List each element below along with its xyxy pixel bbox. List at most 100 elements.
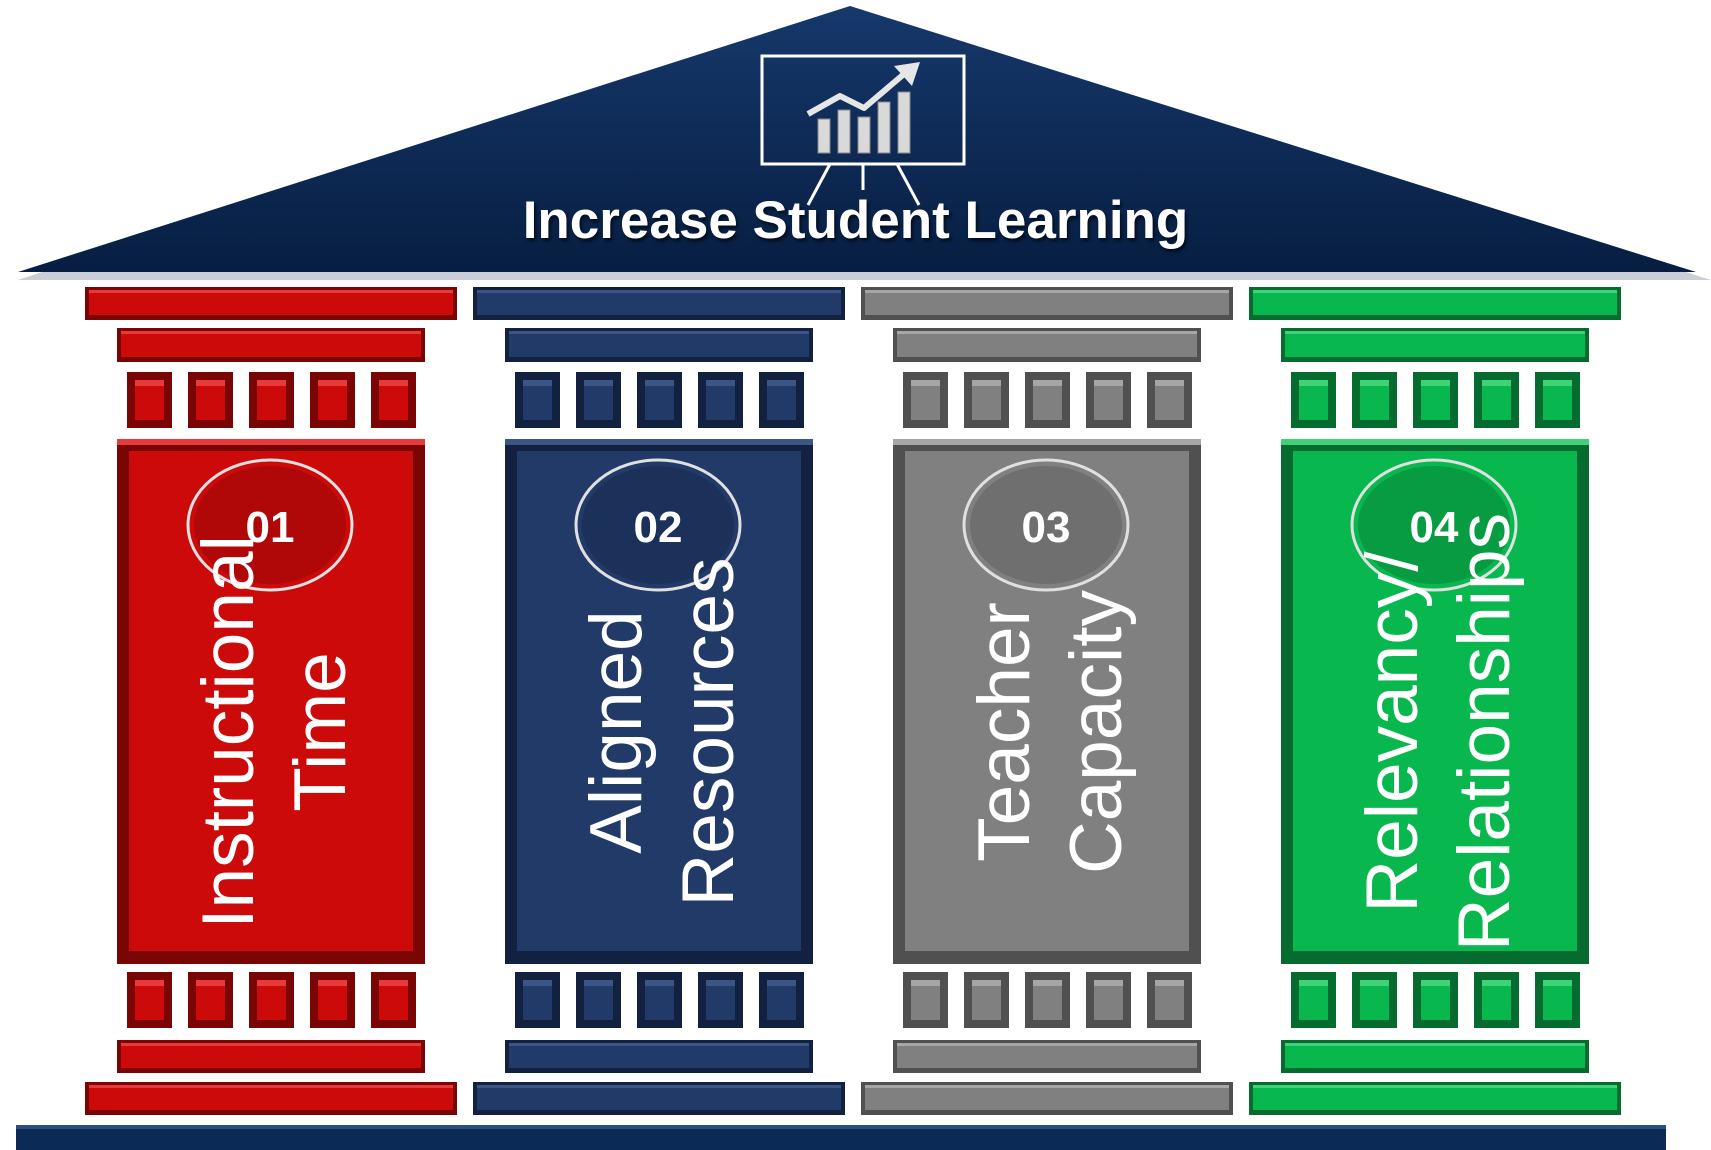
pillar-1-base-cap-face	[89, 1085, 453, 1110]
pillar-2-lower-block-highlight	[584, 980, 613, 986]
pillar-3-lower-ledge-face	[897, 1043, 1197, 1068]
pillar-1-line-2: Time	[280, 652, 361, 812]
pillar-3-badge	[962, 458, 1130, 592]
base-platform	[16, 1125, 1666, 1150]
pillar-2-upper-block-highlight	[584, 380, 613, 386]
pillar-3-lower-block-highlight	[911, 980, 940, 986]
pillar-1-lower-block-highlight	[196, 980, 225, 986]
pillar-4-top-cap-highlight	[1253, 290, 1617, 293]
pillar-3-lower-block-face	[911, 980, 940, 1020]
pillar-2-upper-block-highlight	[523, 380, 552, 386]
pillar-3-top-cap-highlight	[865, 290, 1229, 293]
pillar-1-lower-block-face	[135, 980, 164, 1020]
pillar-2-base-cap-highlight	[477, 1085, 841, 1088]
pillar-1-lower-ledge-highlight	[121, 1043, 421, 1046]
pillar-2-lower-block-highlight	[706, 980, 735, 986]
pillar-1-top-cap-highlight	[89, 290, 453, 293]
pillar-1-upper-block-highlight	[196, 380, 225, 386]
pillar-2-lower-block-highlight	[645, 980, 674, 986]
pillar-4-line-2: Relationships	[1444, 512, 1525, 952]
pillar-1-lower-block-highlight	[379, 980, 408, 986]
pillar-4-upper-block-face	[1421, 380, 1450, 420]
pillar-4-upper-block-face	[1543, 380, 1572, 420]
pillar-2-lower-block-face	[706, 980, 735, 1020]
pillar-4-lower-block-face	[1299, 980, 1328, 1020]
pillar-4-lower-ledge-face	[1285, 1043, 1585, 1068]
pillar-1-lower-block-highlight	[257, 980, 286, 986]
pillar-4-base-cap-face	[1253, 1085, 1617, 1110]
pillar-4-upper-block-highlight	[1421, 380, 1450, 386]
pillar-2-top-cap-face	[477, 290, 841, 315]
pillar-3-upper-block-highlight	[1094, 380, 1123, 386]
pillar-4-lower-block-highlight	[1482, 980, 1511, 986]
pillar-1-upper-block-highlight	[257, 380, 286, 386]
pillar-3-lower-ledge-highlight	[897, 1043, 1197, 1046]
pillar-1-top-cap-face	[89, 290, 453, 315]
pillar-2-lower-ledge-face	[509, 1043, 809, 1068]
pillar-1-lower-block-face	[196, 980, 225, 1020]
pillar-4-upper-block-highlight	[1482, 380, 1511, 386]
pillar-1-badge-shade	[194, 466, 346, 584]
pillar-2-label: Aligned Resources	[571, 452, 755, 1012]
pillar-4-lower-block-face	[1360, 980, 1389, 1020]
pillar-2-upper-block-face	[767, 380, 796, 420]
pillar-3-upper-block-face	[911, 380, 940, 420]
pillar-2-upper-block-face	[645, 380, 674, 420]
pillar-3-lower-block-face	[1155, 980, 1184, 1020]
pillar-2-upper-ledge-highlight	[509, 331, 809, 334]
pillar-4-base-cap-highlight	[1253, 1085, 1617, 1088]
pillar-3-line-1: Teacher	[964, 602, 1045, 862]
pillar-4-upper-block-face	[1360, 380, 1389, 420]
pillar-2-lower-block-highlight	[523, 980, 552, 986]
pillar-4-badge-shade	[1358, 466, 1510, 584]
pillar-3-upper-block-face	[972, 380, 1001, 420]
pillar-1-badge	[186, 458, 354, 592]
pillar-4-lower-block-face	[1421, 980, 1450, 1020]
pillar-1-upper-ledge-highlight	[121, 331, 421, 334]
pillar-3-upper-block-highlight	[911, 380, 940, 386]
pillar-4-upper-block-highlight	[1543, 380, 1572, 386]
pillar-2-lower-block-face	[645, 980, 674, 1020]
pillar-2-upper-block-face	[706, 380, 735, 420]
pillar-1-lower-block-highlight	[318, 980, 347, 986]
pillar-3-top-cap-face	[865, 290, 1229, 315]
pillar-2-base-cap-face	[477, 1085, 841, 1110]
pillar-4-upper-block-highlight	[1360, 380, 1389, 386]
pillar-1-lower-block-face	[318, 980, 347, 1020]
pillar-3-shaft-highlight	[893, 439, 1201, 445]
pillar-3-lower-block-face	[1094, 980, 1123, 1020]
pillar-3-label: Teacher Capacity	[959, 452, 1143, 1012]
pillar-1-line-1: Instructional	[188, 535, 269, 929]
pillar-4-upper-block-face	[1299, 380, 1328, 420]
pillar-3-lower-block-highlight	[1033, 980, 1062, 986]
pillar-1-upper-block-highlight	[379, 380, 408, 386]
pillar-1-upper-block-highlight	[135, 380, 164, 386]
pillar-2-upper-block-highlight	[645, 380, 674, 386]
pillar-1-upper-block-face	[135, 380, 164, 420]
pillar-4-upper-ledge-highlight	[1285, 331, 1585, 334]
pillar-1-upper-block-face	[196, 380, 225, 420]
pillar-1-lower-ledge-face	[121, 1043, 421, 1068]
pillar-3-upper-block-face	[1094, 380, 1123, 420]
pillar-2-lower-block-highlight	[767, 980, 796, 986]
pillar-3-lower-block-highlight	[1094, 980, 1123, 986]
pillar-4-lower-block-highlight	[1421, 980, 1450, 986]
pillar-1-lower-block-face	[379, 980, 408, 1020]
pillar-4-lower-block-highlight	[1543, 980, 1572, 986]
pillar-3-upper-ledge-face	[897, 331, 1197, 357]
pillar-3-line-2: Capacity	[1056, 590, 1137, 875]
pillar-1-upper-block-face	[379, 380, 408, 420]
pillar-4-lower-block-highlight	[1299, 980, 1328, 986]
pillar-1-label: Instructional Time	[183, 452, 367, 1012]
presentation-board-chart-icon	[760, 54, 966, 206]
pillar-2-top-cap-highlight	[477, 290, 841, 293]
pillar-4-lower-block-face	[1482, 980, 1511, 1020]
pillar-2-badge-shade	[582, 466, 734, 584]
pillar-1-shaft-highlight	[117, 439, 425, 445]
pillar-2-upper-ledge-face	[509, 331, 809, 357]
pillar-1-base-cap-highlight	[89, 1085, 453, 1088]
pillar-1-upper-block-face	[318, 380, 347, 420]
pillar-3-base-cap-highlight	[865, 1085, 1229, 1088]
